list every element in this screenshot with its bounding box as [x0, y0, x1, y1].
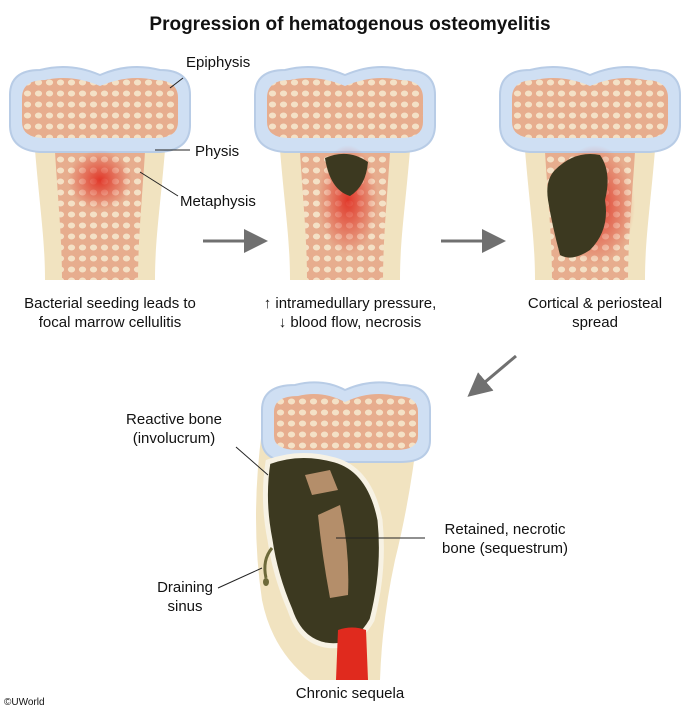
sequestrum-fragment — [305, 470, 338, 495]
bone-stage-3 — [499, 65, 681, 281]
label-sinus-line-1: Draining — [157, 579, 213, 596]
caption-stage-2-line-2: ↓ blood flow, necrosis — [278, 314, 422, 331]
caption-stage-1-line-2: focal marrow cellulitis — [38, 314, 182, 331]
sinus-drop — [263, 578, 269, 586]
label-sinus-line-2: sinus — [167, 598, 203, 615]
infection-focus — [68, 150, 132, 210]
bone-stage-4 — [217, 381, 431, 680]
involucrum-leader — [235, 446, 269, 476]
arrow-3-to-4 — [467, 354, 517, 397]
label-sinus: Draining sinus — [150, 578, 220, 616]
bone-stage-1 — [9, 65, 191, 281]
vessel — [336, 627, 368, 680]
label-involucrum-line-1: Reactive bone — [126, 411, 222, 428]
caption-stage-3-line-1: Cortical & periosteal — [527, 295, 663, 312]
caption-stage-3: Cortical & periosteal spread — [500, 294, 690, 332]
abscess — [547, 154, 608, 258]
caption-stage-2-line-1: ↑ intramedullary pressure, — [263, 295, 437, 312]
epiphysis-leader — [169, 77, 184, 89]
caption-stage-4: Chronic sequela — [295, 685, 405, 702]
label-sequestrum-line-1: Retained, necrotic — [444, 521, 566, 538]
bone-stage-2 — [254, 65, 436, 281]
label-epiphysis: Epiphysis — [186, 54, 251, 71]
label-involucrum: Reactive bone (involucrum) — [119, 410, 229, 448]
copyright: ©UWorld — [4, 697, 45, 708]
label-physis: Physis — [195, 143, 240, 160]
caption-stage-1-line-1: Bacterial seeding leads to — [24, 295, 196, 312]
label-sequestrum: Retained, necrotic bone (sequestrum) — [430, 520, 580, 558]
caption-stage-3-line-2: spread — [572, 314, 618, 331]
sinus-tract — [263, 547, 274, 579]
sinus-leader — [217, 567, 263, 589]
metaphysis-leader — [139, 171, 179, 197]
sequestrum — [318, 505, 349, 598]
label-sequestrum-line-2: bone (sequestrum) — [442, 540, 568, 557]
caption-stage-1: Bacterial seeding leads to focal marrow … — [10, 294, 210, 332]
label-metaphysis: Metaphysis — [180, 193, 256, 210]
necrosis-area — [325, 153, 368, 196]
caption-stage-2: ↑ intramedullary pressure, ↓ blood flow,… — [245, 294, 455, 332]
figure-title: Progression of hematogenous osteomyeliti… — [149, 14, 551, 35]
label-involucrum-line-2: (involucrum) — [132, 430, 216, 447]
